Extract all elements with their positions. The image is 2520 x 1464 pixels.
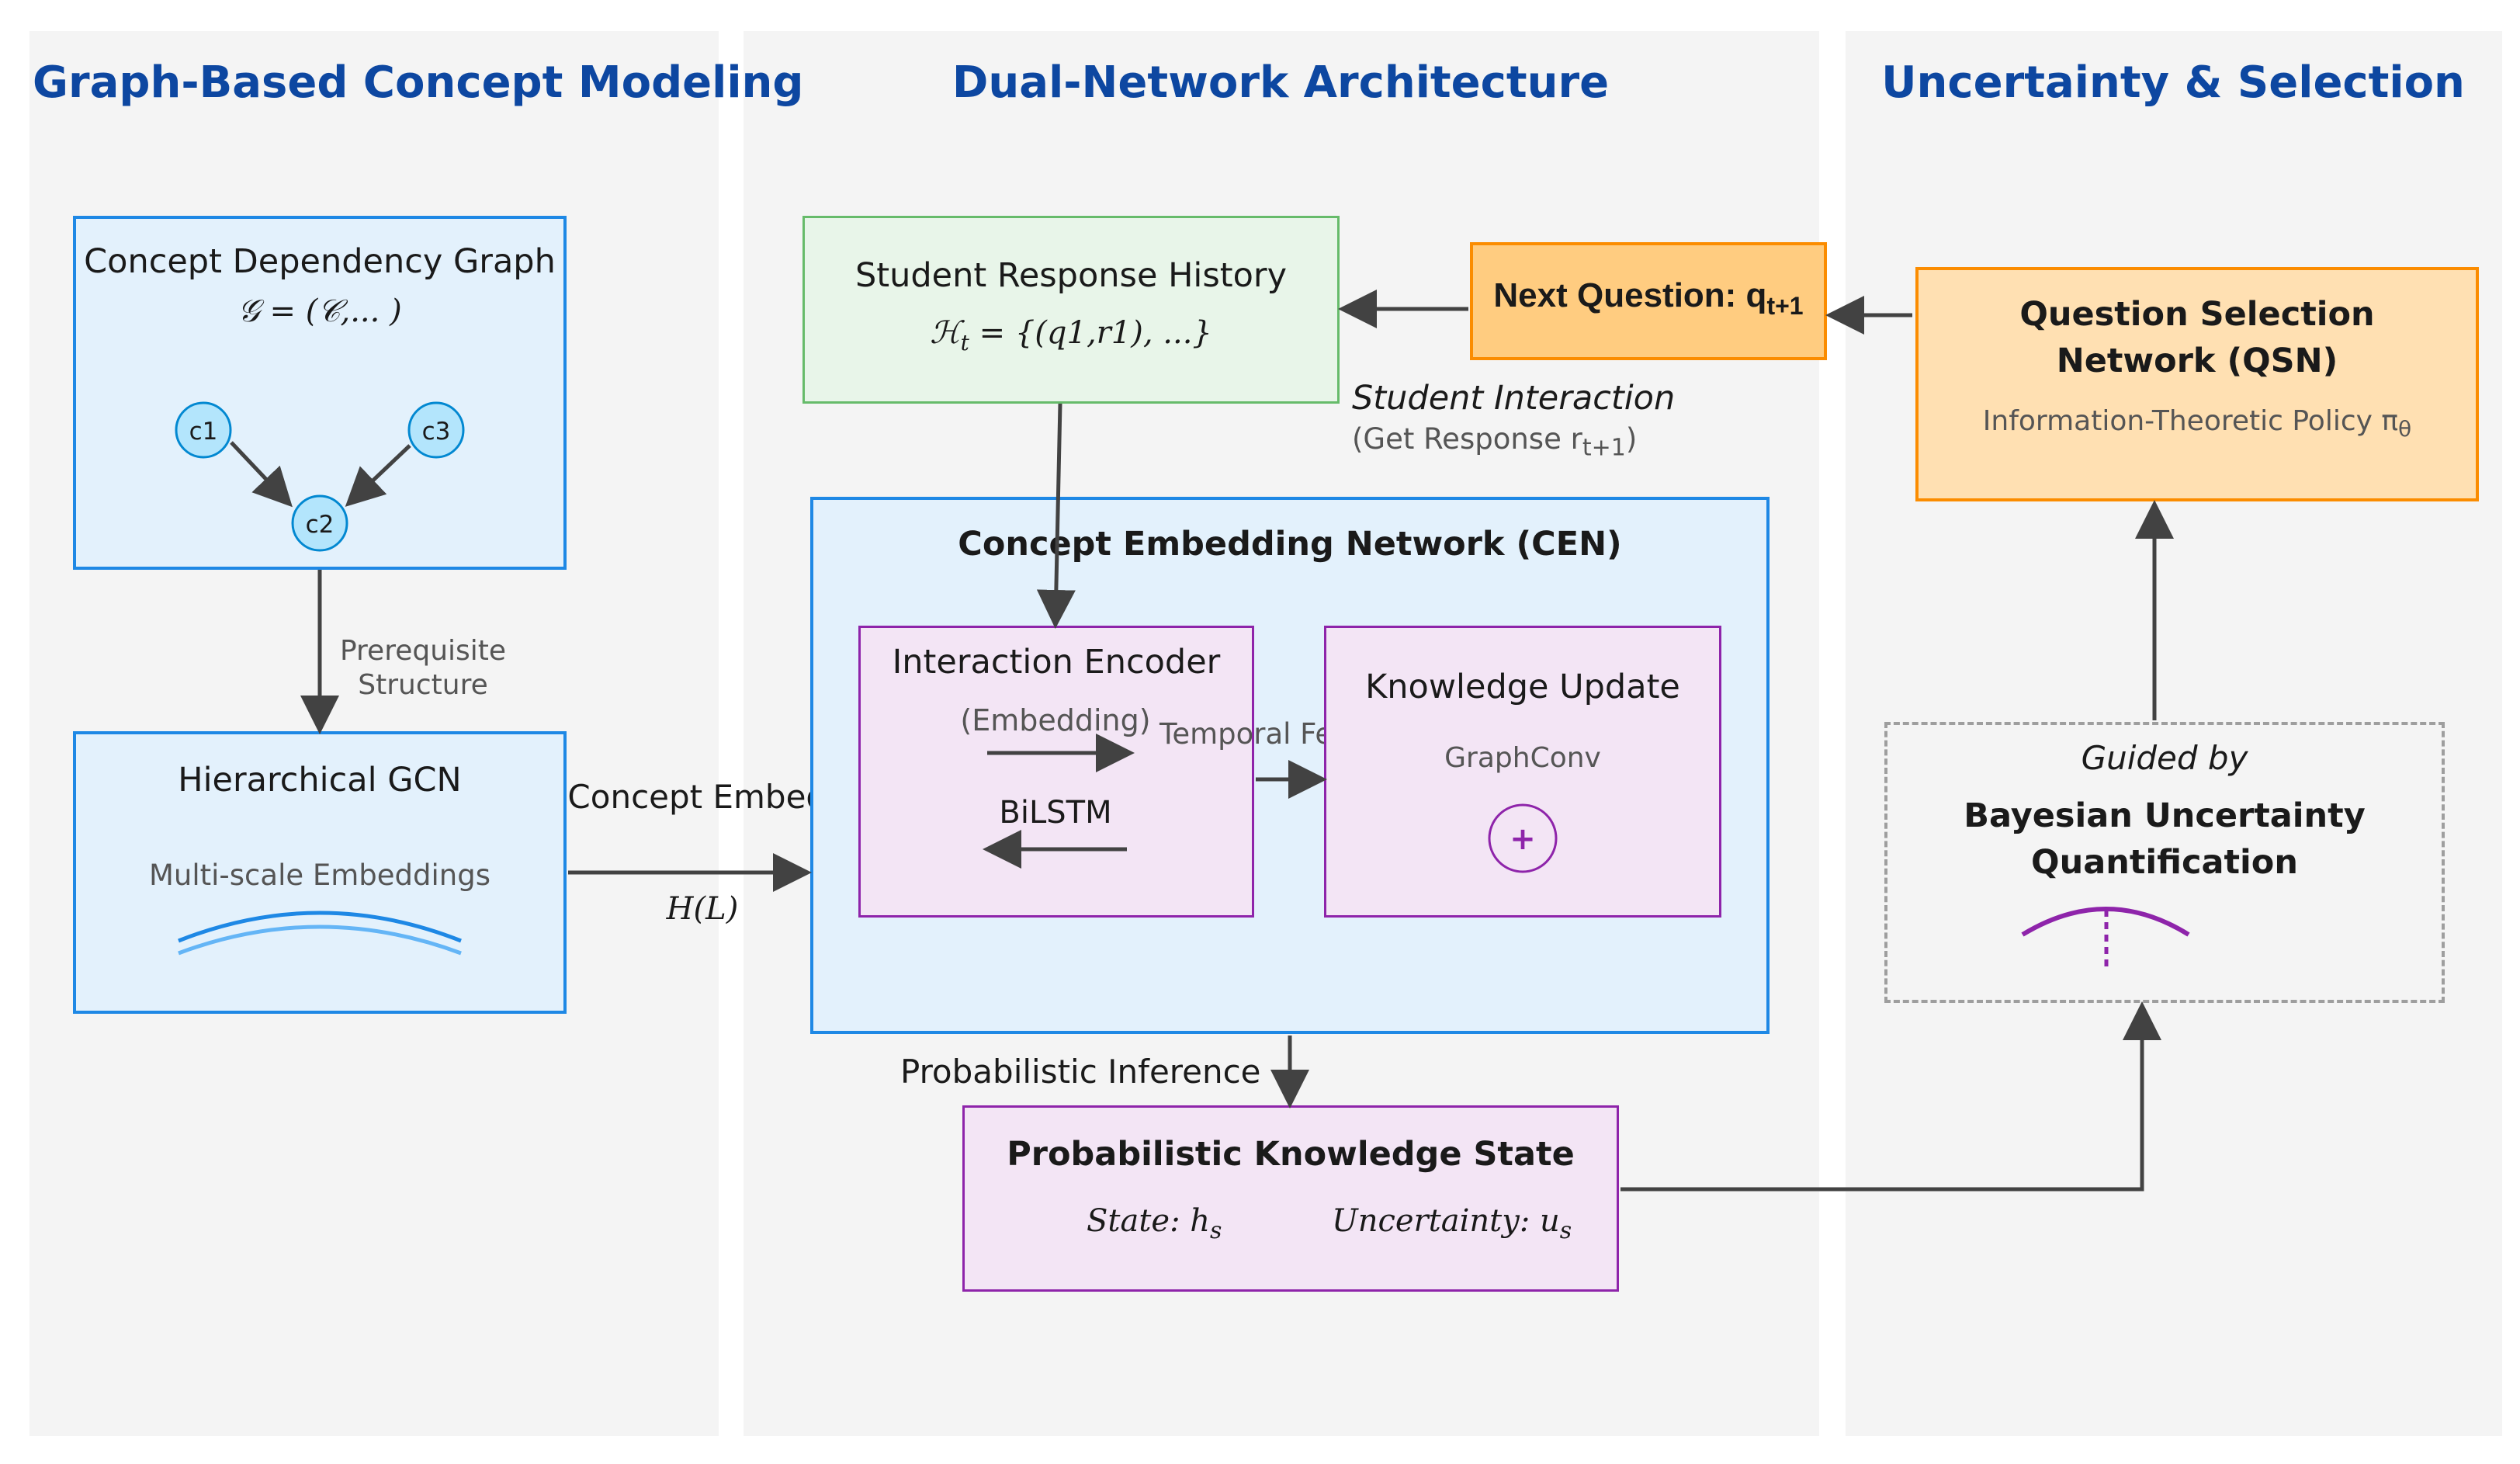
history-formula: ℋt = {(q1,r1), ...} [802,315,1340,356]
hl-label: H(L) [666,891,739,927]
encoder-title: Interaction Encoder [892,643,1221,682]
concept-graph-formula: 𝒢 = (𝒞,... ) [237,293,402,329]
get-response-end: ) [1625,422,1638,456]
get-response-label: (Get Response rt+1) [1352,422,1637,461]
bayesian-uncertainty-box [1884,722,2445,1003]
node-c2: c2 [291,494,348,552]
history-title: Student Response History [854,256,1288,295]
knowledge-update-title: Knowledge Update [1365,668,1680,706]
state-sub: s [1210,1217,1222,1244]
middle-panel-title: Dual-Network Architecture [951,57,1610,108]
knowledge-update-subtitle: GraphConv [1444,742,1601,774]
next-question-text: Next Question: q [1493,276,1767,314]
get-response-text: (Get Response r [1352,422,1582,456]
qsn-title-line1: Question Selection [2019,295,2375,334]
student-interaction-label: Student Interaction [1352,379,1676,418]
encoder-embedding-label: (Embedding) [960,703,1151,737]
hierarchical-gcn-box [73,731,567,1014]
knowledge-state-title: Probabilistic Knowledge State [1007,1135,1575,1174]
bayes-title-line2: Quantification [2031,843,2298,882]
history-formula-rest: = {(q1,r1), ...} [969,315,1212,351]
edge-c1-c2 [230,441,293,508]
concept-graph-title: Concept Dependency Graph [84,242,556,281]
node-c1-label: c1 [189,418,218,446]
knowledge-state-state: State: hs [1087,1203,1222,1244]
qsn-policy-text: Information-Theoretic Policy π [1982,405,2399,437]
multiscale-arc-inner [178,925,462,956]
arrow-history-to-encoder [1036,403,1076,629]
node-c3-label: c3 [422,418,451,446]
node-c1: c1 [175,401,232,459]
arrow-knowledge-state-to-bayes [1620,1001,2161,1192]
probabilistic-inference-label: Probabilistic Inference [900,1053,1261,1091]
node-c2-label: c2 [306,511,334,539]
uncertainty-sub: s [1559,1217,1572,1244]
next-question-box [1470,242,1827,360]
gcn-title: Hierarchical GCN [178,761,462,800]
left-panel-title: Graph-Based Concept Modeling [33,57,804,108]
get-response-sub: t+1 [1582,434,1626,462]
cen-title: Concept Embedding Network (CEN) [958,525,1622,564]
bayes-title-line1: Bayesian Uncertainty [1964,796,2366,835]
history-formula-prefix: ℋ [930,315,961,351]
prerequisite-label-line1: Prerequisite [339,635,507,667]
qsn-title-line2: Network (QSN) [2056,342,2338,380]
plus-glyph: + [1510,821,1536,857]
question-selection-network-box [1915,267,2479,501]
next-question-label: Next Question: qt+1 [1470,276,1827,321]
qsn-policy-sub: θ [2398,416,2412,442]
bayes-guided-label: Guided by [2081,739,2248,777]
student-response-history-box [802,216,1340,404]
multiscale-arc-outer [178,911,462,943]
knowledge-update-box [1324,626,1721,918]
plus-icon: + [1488,803,1558,873]
right-panel-title: Uncertainty & Selection [1881,57,2465,108]
encoder-bilstm-label: BiLSTM [999,795,1112,831]
node-c3: c3 [407,401,465,459]
gcn-subtitle: Multi-scale Embeddings [148,859,491,892]
edge-c3-c2 [345,444,411,507]
uncertainty-arc-icon [2021,907,2190,937]
next-question-sub: t+1 [1766,291,1804,320]
uncertainty-text: Uncertainty: u [1332,1203,1560,1239]
state-text: State: h [1087,1203,1211,1239]
qsn-policy: Information-Theoretic Policy πθ [1915,405,2479,442]
prerequisite-label-line2: Structure [358,669,488,701]
knowledge-state-uncertainty: Uncertainty: us [1332,1203,1572,1244]
history-formula-sub: t [960,330,969,356]
